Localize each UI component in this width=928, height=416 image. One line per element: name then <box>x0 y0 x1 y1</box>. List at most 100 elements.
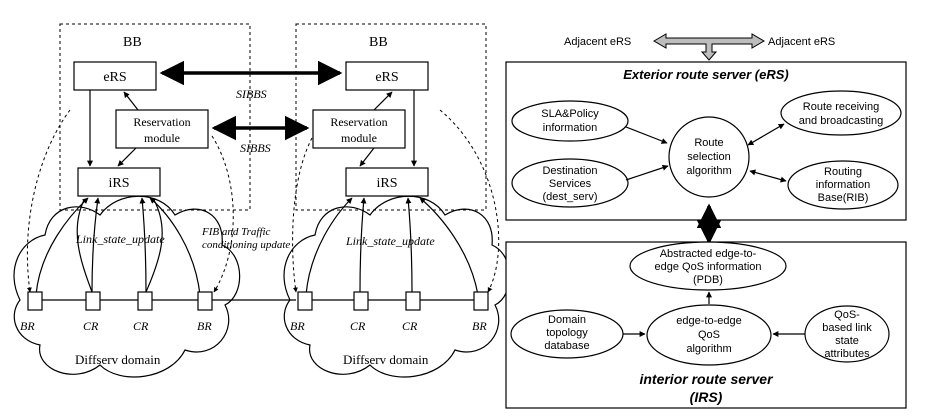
lsu-left-1 <box>35 197 89 296</box>
e2e-algorithm-node <box>646 304 772 366</box>
ers-right-label: eRS <box>375 70 398 85</box>
route-sel-line2: selection <box>687 151 730 163</box>
br-label-3: BR <box>290 319 305 333</box>
cr-label-1: CR <box>83 319 99 333</box>
ers-left-label: eRS <box>103 70 126 85</box>
irs-title-line2: (IRS) <box>690 389 723 405</box>
res-to-ers-left <box>123 91 139 111</box>
bb-left-label: BB <box>123 35 142 50</box>
diffserv-left-label: Diffserv domain <box>75 352 161 367</box>
reservation-right-line2: module <box>341 131 377 145</box>
bb-right-box <box>295 23 487 211</box>
dest-line3: (dest_serv) <box>542 191 597 203</box>
irs-right-label: iRS <box>376 176 397 191</box>
qos-line3: state <box>835 335 859 347</box>
cr-label-3: CR <box>350 319 366 333</box>
link-state-right-label: Link_state_update <box>345 234 435 248</box>
route-selection-node <box>668 116 750 198</box>
fib-dash-4 <box>439 109 500 293</box>
rib-node <box>787 160 899 210</box>
lsu-left-5 <box>76 199 93 293</box>
dest-line1: Destination <box>542 165 597 177</box>
dest-to-route-arrow <box>625 164 669 181</box>
left-diagram: BB BB eRS eRS Reservation module Reserva… <box>13 23 511 378</box>
lsu-left-4 <box>149 197 201 296</box>
pdb-line3: (PDB) <box>693 274 723 286</box>
ers-left-box <box>73 61 157 91</box>
sibbs-top-label: SIBBS <box>236 87 267 101</box>
route-sel-line3: algorithm <box>686 165 731 177</box>
topo-line2: topology <box>546 327 588 339</box>
fib-dash-3 <box>292 137 313 293</box>
bb-right-label: BB <box>369 35 388 50</box>
topo-line1: Domain <box>548 314 586 326</box>
lsu-right-1 <box>305 197 353 296</box>
lsu-right-2 <box>359 197 367 293</box>
br-right-2 <box>473 291 489 311</box>
br-left-2 <box>197 291 213 311</box>
irs-right-box <box>345 167 429 197</box>
br-label-2: BR <box>197 319 212 333</box>
br-right-1 <box>297 291 313 311</box>
lsu-left-6 <box>145 199 163 293</box>
ers-title: Exterior route server (eRS) <box>623 67 788 82</box>
topo-line3: database <box>544 340 589 352</box>
br-label-1: BR <box>20 319 35 333</box>
fib-label-line2: conditioning update <box>202 239 290 251</box>
pdb-line2: edge QoS information <box>654 261 761 273</box>
res-to-ers-right <box>373 91 393 111</box>
sla-line2: information <box>543 122 597 134</box>
rib-line2: information <box>816 179 870 191</box>
sla-to-route-arrow <box>625 126 668 144</box>
route-recv-line1: Route receiving <box>803 101 879 113</box>
res-to-irs-right <box>359 147 375 167</box>
reservation-left-box <box>115 109 209 149</box>
sla-policy-node <box>511 100 629 142</box>
cr-right-2 <box>405 291 421 311</box>
cr-label-4: CR <box>402 319 418 333</box>
lsu-right-3 <box>405 197 413 293</box>
irs-title-line1: interior route server <box>639 371 774 387</box>
diffserv-right-label: Diffserv domain <box>343 352 429 367</box>
cr-right-1 <box>353 291 369 311</box>
qos-line2: based link <box>822 322 872 334</box>
lsu-right-4 <box>419 197 479 296</box>
rib-line1: Routing <box>824 166 862 178</box>
dest-line2: Services <box>549 178 592 190</box>
br-label-4: BR <box>472 319 487 333</box>
fib-label-line1: FIB and Traffic <box>201 226 271 238</box>
e2e-line1: edge-to-edge <box>676 315 741 327</box>
irs-left-box <box>77 167 161 197</box>
route-recv-line2: and broadcasting <box>799 115 883 127</box>
e2e-line3: algorithm <box>686 343 731 355</box>
sibbs-mid-label: SIBBS <box>240 141 271 155</box>
rib-line3: Base(RIB) <box>818 192 869 204</box>
res-to-irs-left <box>117 147 137 167</box>
link-state-left-label: Link_state_update <box>75 232 165 246</box>
br-left-1 <box>27 291 43 311</box>
sla-line1: SLA&Policy <box>541 108 599 120</box>
adjacent-connector-icon <box>653 33 765 61</box>
qos-line1: QoS- <box>834 309 860 321</box>
e2e-line2: QoS <box>698 329 720 341</box>
reservation-right-box <box>312 109 406 149</box>
destination-services-node <box>511 158 629 208</box>
qos-line4: attributes <box>824 348 870 360</box>
route-recv-arrow <box>747 123 785 146</box>
lsu-left-3 <box>139 197 147 293</box>
route-receiving-node <box>780 90 902 136</box>
reservation-left-line2: module <box>144 131 180 145</box>
cr-label-2: CR <box>133 319 149 333</box>
adjacent-ers-left: Adjacent eRS <box>564 36 631 48</box>
cloud-left <box>13 195 241 378</box>
adjacent-ers-right: Adjacent eRS <box>768 36 835 48</box>
pdb-line1: Abstracted edge-to- <box>660 248 757 260</box>
fib-dash-2 <box>211 135 234 293</box>
ers-right-box <box>345 61 429 91</box>
reservation-left-line1: Reservation <box>133 115 190 129</box>
cr-left-2 <box>137 291 153 311</box>
reservation-right-line1: Reservation <box>330 115 387 129</box>
rib-arrow <box>749 169 787 183</box>
pdb-node <box>629 241 787 291</box>
